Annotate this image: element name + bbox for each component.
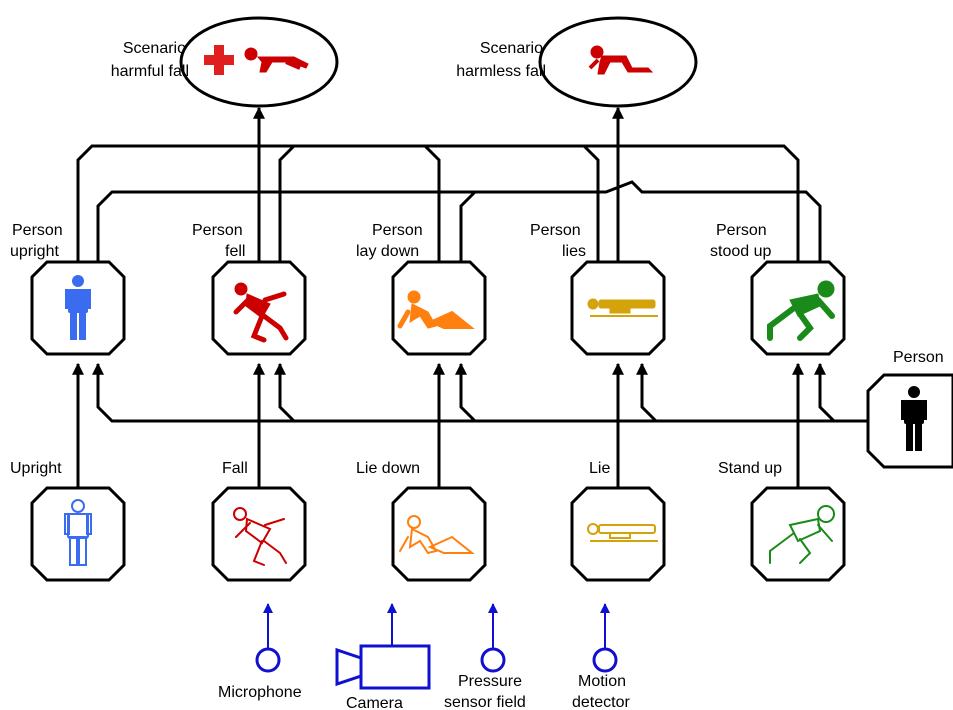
- reclining-person-outline-icon: [399, 515, 475, 555]
- event-upright-label: Upright: [10, 460, 62, 477]
- person-icon: [901, 386, 927, 451]
- microphone-icon: [255, 647, 281, 673]
- wire-person-bus: [92, 362, 868, 423]
- wire-lay-down-stub: [459, 190, 477, 262]
- sensor-camera[interactable]: Camera: [335, 603, 431, 710]
- scenario-harmful-line2: harmful fall: [111, 63, 189, 80]
- scenario-harmless-line2: harmless fall: [456, 63, 546, 80]
- state-person-fell[interactable]: Person fell: [192, 222, 307, 356]
- scenario-harmless-fall[interactable]: Scenario harmless fall: [456, 16, 698, 108]
- state-stoodup-line1: Person: [716, 222, 767, 239]
- event-fall-label: Fall: [222, 460, 248, 477]
- state-fell-line2: fell: [225, 243, 245, 260]
- getting-up-person-icon: [767, 280, 835, 341]
- sensor-motion-detector[interactable]: Motion detector: [572, 603, 630, 710]
- microphone-label: Microphone: [218, 684, 302, 701]
- event-lie-down[interactable]: Lie down: [356, 460, 487, 582]
- sensor-microphone[interactable]: Microphone: [218, 603, 302, 701]
- event-stand-up[interactable]: Stand up: [718, 460, 846, 582]
- state-laydown-line1: Person: [372, 222, 423, 239]
- person-node-label: Person: [893, 349, 944, 366]
- state-lies-line2: lies: [562, 243, 586, 260]
- state-person-upright[interactable]: Person upright: [10, 222, 126, 356]
- pressure-label-line2: sensor field: [444, 694, 526, 710]
- state-fell-line1: Person: [192, 222, 243, 239]
- falling-person-icon: [233, 282, 289, 343]
- event-standup-label: Stand up: [718, 460, 782, 477]
- scenario-harmful-fall[interactable]: Scenario harmful fall: [111, 16, 339, 108]
- camera-label: Camera: [346, 695, 403, 710]
- event-lie-label: Lie: [589, 460, 610, 477]
- scenario-harmful-ellipse: [179, 16, 339, 108]
- state-person-stood-up[interactable]: Person stood up: [710, 222, 846, 356]
- pressure-label-line1: Pressure: [458, 673, 522, 690]
- state-upright-line2: upright: [10, 243, 59, 260]
- wire-lies-stub: [582, 144, 600, 262]
- event-standup-box: [750, 486, 846, 582]
- wire-person-to-fell: [274, 362, 296, 423]
- event-upright-box: [30, 486, 126, 582]
- motion-detector-icon: [592, 647, 618, 673]
- state-lies-line1: Person: [530, 222, 581, 239]
- lying-person-outline-icon: [587, 523, 658, 542]
- lying-person-icon: [587, 298, 658, 317]
- motion-label-line2: detector: [572, 694, 630, 710]
- state-person-lies[interactable]: Person lies: [530, 222, 666, 356]
- standing-person-icon: [65, 275, 91, 340]
- event-lie[interactable]: Lie: [570, 460, 666, 582]
- wire-harmless-bus-high: [278, 144, 800, 262]
- connection-wires: [72, 106, 868, 488]
- camera-icon: [335, 644, 431, 690]
- event-fall-box: [211, 486, 307, 582]
- event-liedown-box: [391, 486, 487, 582]
- event-upright[interactable]: Upright: [10, 460, 126, 582]
- standing-person-outline-icon: [64, 499, 92, 566]
- scenario-harmless-line1: Scenario: [480, 40, 543, 57]
- reclining-person-icon: [397, 290, 475, 329]
- event-liedown-label: Lie down: [356, 460, 420, 477]
- getting-up-person-outline-icon: [769, 505, 835, 564]
- wire-person-to-lies: [636, 362, 658, 423]
- sensor-pressure-field[interactable]: Pressure sensor field: [444, 603, 526, 710]
- wire-harmless-bus-low: [96, 180, 822, 262]
- event-fall[interactable]: Fall: [211, 460, 307, 582]
- state-laydown-box: [391, 260, 487, 356]
- falling-person-outline-icon: [233, 507, 287, 566]
- state-upright-line1: Person: [12, 222, 63, 239]
- pressure-sensor-icon: [480, 647, 506, 673]
- kneeling-person-icon: [588, 45, 654, 75]
- wire-person-to-laydown: [455, 362, 477, 423]
- state-laydown-line2: lay down: [356, 243, 419, 260]
- scenario-harmful-line1: Scenario: [123, 40, 186, 57]
- state-person-lay-down[interactable]: Person lay down: [356, 222, 487, 356]
- crawling-person-icon: [244, 47, 309, 73]
- red-cross-icon: [204, 45, 234, 75]
- wire-person-to-stoodup: [814, 362, 836, 423]
- state-stoodup-line2: stood up: [710, 243, 771, 260]
- motion-label-line1: Motion: [578, 673, 626, 690]
- person-node[interactable]: Person: [866, 349, 953, 469]
